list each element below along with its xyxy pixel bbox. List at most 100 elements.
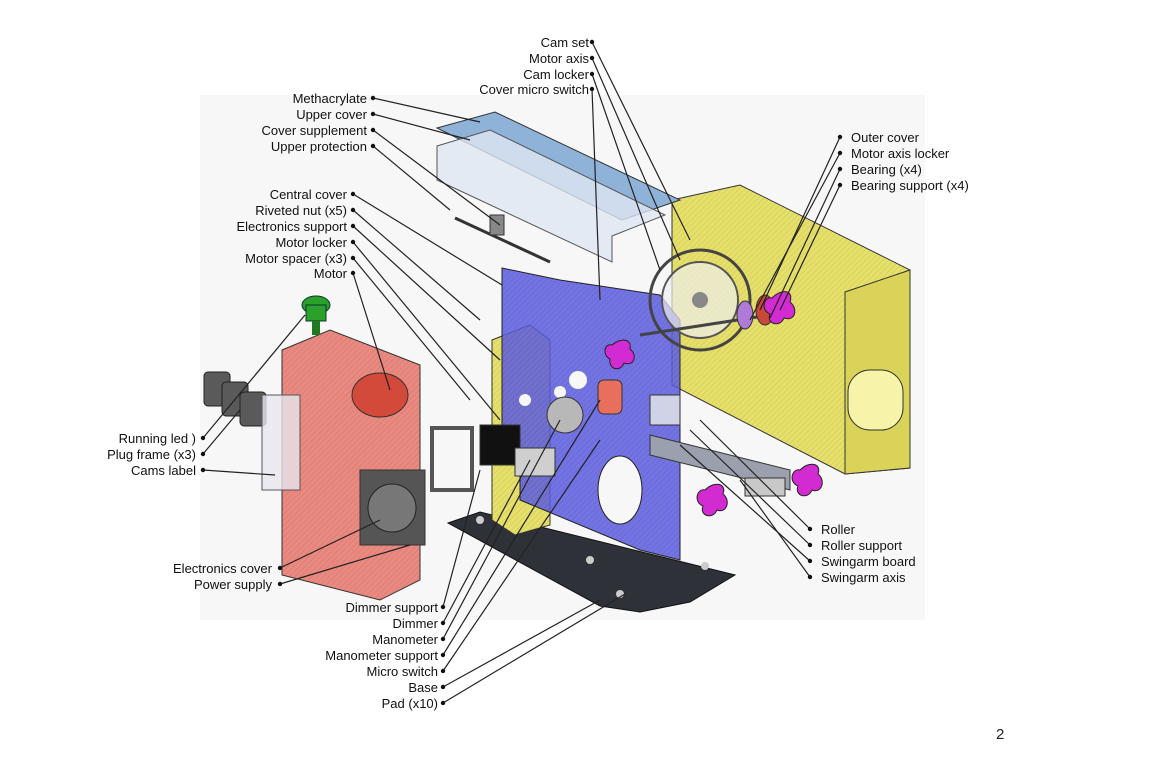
label-cam-locker: Cam locker: [523, 67, 589, 82]
label-dot: [807, 558, 813, 564]
electronics-cover-part: [261, 329, 474, 601]
label-dot: [440, 620, 446, 626]
label-dot: [350, 207, 356, 213]
label-motor-axis: Motor axis: [529, 51, 589, 66]
leader-line: [442, 399, 601, 656]
label-cover-micro-switch: Cover micro switch: [479, 82, 589, 97]
label-upper-protection: Upper protection: [270, 139, 367, 154]
leader-line: [202, 314, 306, 439]
label-base: Base: [408, 680, 438, 695]
label-dot: [200, 435, 206, 441]
outer-cover-part: [671, 184, 911, 475]
leader-line: [679, 444, 811, 562]
leader-line: [749, 152, 841, 321]
leader-line: [442, 439, 601, 672]
base-plate: [446, 511, 737, 613]
leader-line: [442, 459, 531, 624]
label-dot: [440, 668, 446, 674]
label-dot: [589, 71, 595, 77]
label-dot: [440, 684, 446, 690]
leader-line: [279, 544, 411, 585]
label-dot: [440, 604, 446, 610]
label-dot: [277, 565, 283, 571]
leader-line: [352, 193, 503, 286]
leader-line: [779, 184, 841, 311]
leader-line: [591, 88, 601, 301]
leader-line: [442, 599, 601, 688]
label-dot: [807, 526, 813, 532]
leader-line: [769, 168, 841, 319]
leader-line: [699, 419, 811, 530]
leader-line: [739, 479, 811, 578]
leader-line: [759, 136, 841, 311]
leader-line: [442, 469, 481, 608]
label-dot: [370, 127, 376, 133]
label-power-supply: Power supply: [193, 577, 272, 592]
label-riveted-nut: Riveted nut (x5): [255, 203, 347, 218]
label-dot: [440, 700, 446, 706]
label-electronics-cover: Electronics cover: [173, 561, 272, 576]
leader-line: [372, 97, 481, 123]
label-motor: Motor: [313, 266, 347, 281]
label-dot: [370, 111, 376, 117]
label-bearing-support: Bearing support (x4): [851, 178, 969, 193]
label-dot: [350, 255, 356, 261]
leader-line: [689, 429, 811, 546]
label-bearing: Bearing (x4): [851, 162, 922, 177]
label-electronics-support: Electronics support: [236, 219, 347, 234]
label-dot: [350, 270, 356, 276]
label-manometer: Manometer: [372, 632, 438, 647]
leader-line: [372, 129, 501, 226]
leader-line: [372, 145, 451, 211]
leader-line: [442, 419, 561, 640]
leader-line: [591, 41, 691, 241]
label-dot: [350, 223, 356, 229]
label-dimmer-support: Dimmer support: [345, 600, 438, 615]
leader-line: [591, 73, 661, 271]
label-dot: [440, 636, 446, 642]
label-dot: [807, 574, 813, 580]
label-dot: [200, 451, 206, 457]
label-dot: [440, 652, 446, 658]
label-dimmer: Dimmer: [392, 616, 439, 631]
leader-line: [202, 409, 241, 455]
label-upper-cover: Upper cover: [296, 107, 367, 122]
label-dot: [589, 55, 595, 61]
label-roller-support: Roller support: [821, 538, 902, 553]
page-number: 2: [996, 726, 1005, 743]
label-cover-supplement: Cover supplement: [261, 123, 368, 138]
label-cams-label: Cams label: [130, 463, 196, 478]
leader-line: [279, 519, 381, 569]
upper-covers-part: [435, 111, 682, 264]
label-roller: Roller: [821, 522, 855, 537]
leader-line: [352, 272, 391, 391]
leader-line: [352, 225, 501, 361]
label-cam-set: Cam set: [540, 35, 589, 50]
leader-line: [352, 241, 501, 421]
label-pad: Pad (x10): [381, 696, 438, 711]
label-manometer-support: Manometer support: [325, 648, 438, 663]
label-dot: [370, 143, 376, 149]
label-swingarm-axis: Swingarm axis: [821, 570, 906, 585]
label-dot: [277, 581, 283, 587]
leader-line: [352, 257, 471, 401]
label-central-cover: Central cover: [269, 187, 347, 202]
label-dot: [807, 542, 813, 548]
leader-line: [202, 469, 276, 476]
label-dot: [837, 166, 843, 172]
label-dot: [370, 95, 376, 101]
leader-line: [352, 209, 481, 321]
leader-line: [372, 113, 471, 141]
leader-line: [591, 57, 681, 261]
label-motor-spacer: Motor spacer (x3): [245, 251, 347, 266]
label-dot: [589, 86, 595, 92]
label-swingarm-board: Swingarm board: [821, 554, 916, 569]
label-micro-switch: Micro switch: [366, 664, 438, 679]
label-methacrylate: Methacrylate: [292, 91, 367, 106]
label-dot: [200, 467, 206, 473]
label-dot: [589, 39, 595, 45]
label-dot: [350, 239, 356, 245]
label-dot: [837, 134, 843, 140]
